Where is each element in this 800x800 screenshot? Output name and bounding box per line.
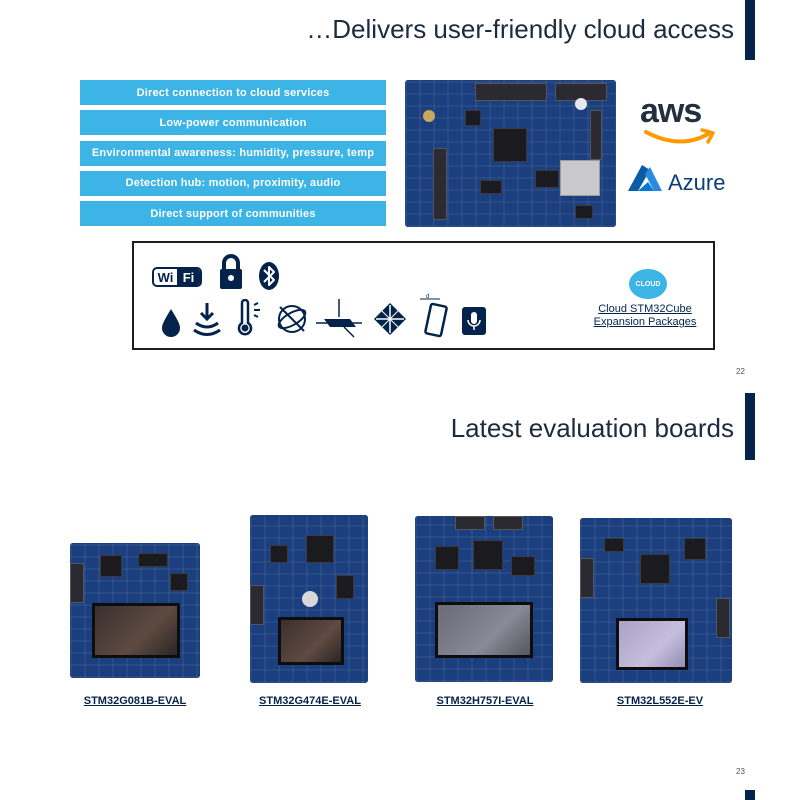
slide1-accent-bar [745,0,755,60]
page-number: 22 [736,367,745,376]
proximity-phone-icon: d [420,294,448,338]
iot-board-image [405,80,616,227]
cloud-icon: CLOUD [629,269,667,299]
connectivity-sensors-box: Wi Fi [132,241,715,350]
azure-logo-icon [628,165,662,191]
board-image-g474e [250,515,368,683]
svg-text:d: d [426,294,429,300]
pressure-icon [193,303,221,336]
cloud-caption-line1: Cloud STM32Cube [598,303,692,315]
gyroscope-icon [277,305,307,333]
feature-item: Direct connection to cloud services [80,80,386,105]
bluetooth-icon [259,262,279,290]
magnetometer-icon [374,303,406,335]
cloud-badge-text: CLOUD [635,280,661,288]
lock-icon [220,254,242,289]
microphone-icon [462,307,486,335]
wifi-icon: Wi Fi [152,267,202,287]
feature-item: Detection hub: motion, proximity, audio [80,170,386,196]
azure-logo-text: Azure [668,170,726,195]
board-caption-g474e[interactable]: STM32G474E-EVAL [259,695,361,707]
feature-item: Direct support of communities [80,201,386,227]
accelerometer-icon [316,299,362,338]
temperature-icon [237,299,260,336]
cloud-caption-line2: Expansion Packages [593,316,697,328]
feature-item: Low-power communication [80,110,386,136]
cloud-expansion-link[interactable]: Cloud STM32Cube Expansion Packages [580,303,710,329]
slide1-title: …Delivers user-friendly cloud access [306,14,734,44]
board-image-h757i [415,516,553,682]
feature-list: Direct connection to cloud services Low-… [80,80,386,231]
page-number: 23 [736,767,745,776]
aws-smile-icon [644,128,715,144]
slide2-accent-bar [745,393,755,460]
slide3-accent-bar [745,790,755,800]
feature-item: Environmental awareness: humidity, press… [80,140,386,166]
board-caption-g081b[interactable]: STM32G081B-EVAL [83,695,187,707]
board-image-g081b [70,543,200,678]
aws-logo: aws [640,92,702,130]
board-caption-l552e[interactable]: STM32L552E-EV [616,695,704,707]
water-drop-icon [162,309,180,337]
slide2-title: Latest evaluation boards [450,413,734,443]
board-image-l552e [580,518,732,683]
board-caption-h757i[interactable]: STM32H757I-EVAL [436,695,534,707]
